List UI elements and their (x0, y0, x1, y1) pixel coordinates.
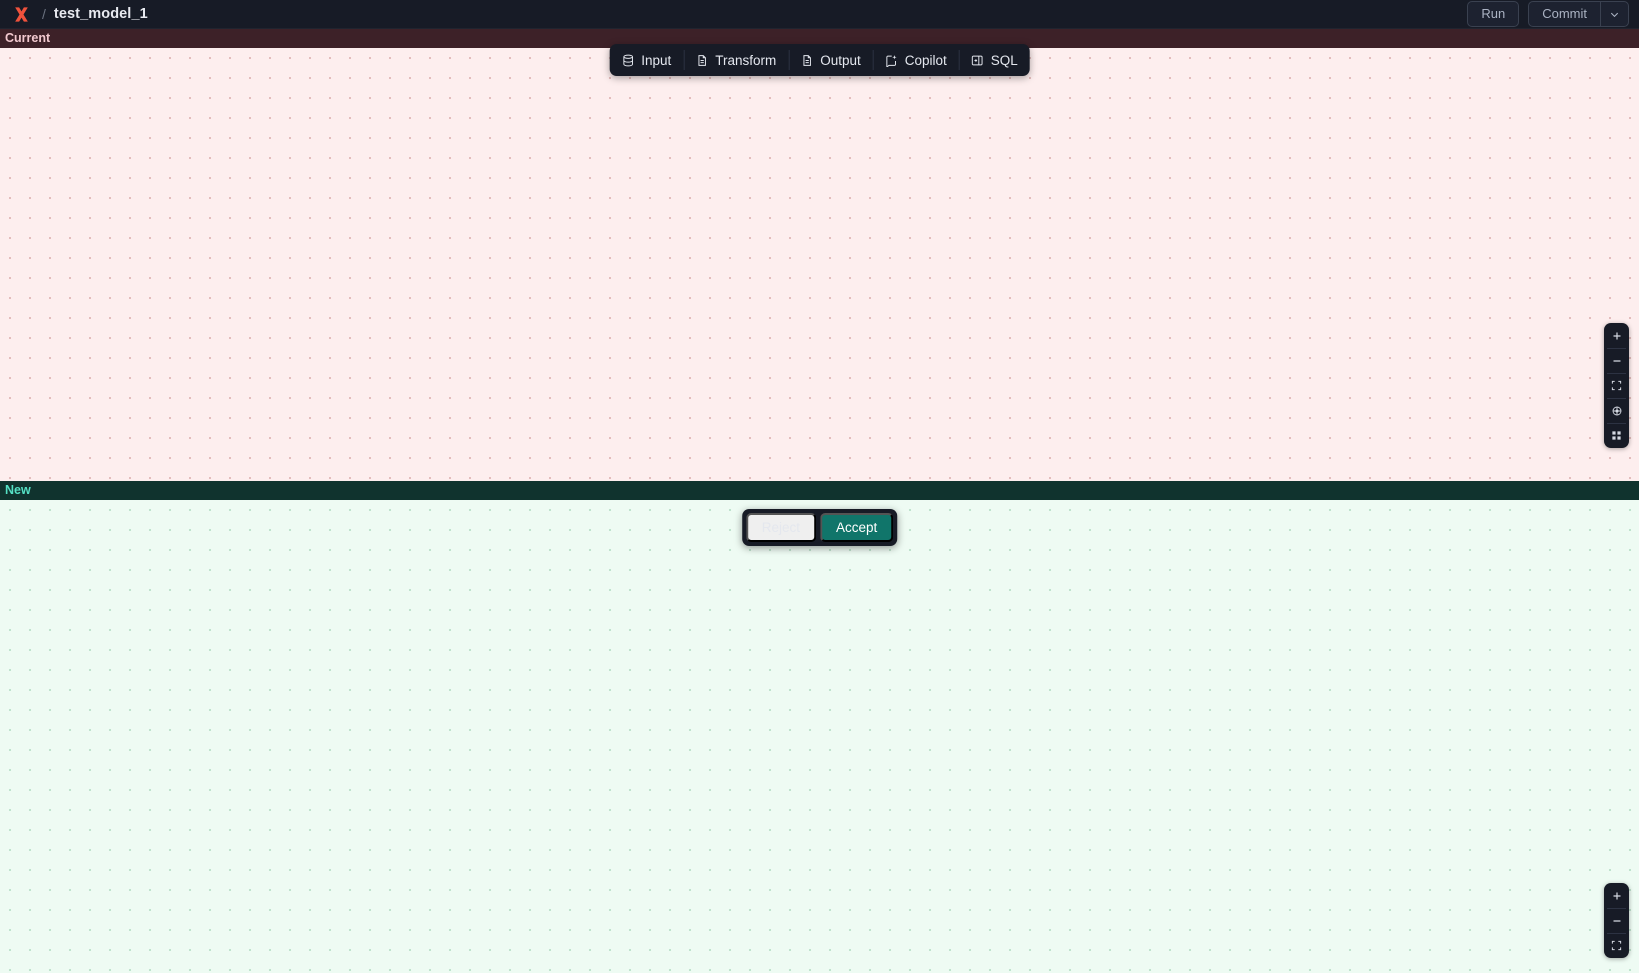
toolbar-label: Copilot (904, 52, 947, 68)
top-bar-actions: Run Commit (1467, 1, 1629, 27)
minimap-button[interactable] (1604, 423, 1629, 448)
zoom-out-button[interactable] (1604, 908, 1629, 933)
toolbar-label: SQL (990, 52, 1018, 68)
pane-new: fct_github_pull_requests Model Name (0, 481, 1639, 973)
pane-label-current: Current (0, 29, 1639, 48)
sql-panel-icon (971, 54, 984, 67)
copilot-sparkle-icon (885, 54, 898, 67)
app-logo-icon[interactable] (10, 3, 32, 25)
toolbar-item-input[interactable]: Input (609, 44, 683, 76)
lock-interactivity-button[interactable] (1604, 398, 1629, 423)
toolbar-label: Input (641, 52, 672, 68)
toolbar-item-transform[interactable]: Transform (683, 44, 788, 76)
canvas-current[interactable] (0, 48, 1639, 481)
toolbar-item-copilot[interactable]: Copilot (872, 44, 959, 76)
page-title: test_model_1 (53, 6, 148, 22)
database-icon (621, 54, 634, 67)
toolbar-label: Transform (715, 52, 777, 68)
diff-action-bar: Reject Accept (741, 509, 898, 546)
pane-label-new: New (0, 481, 1639, 500)
zoom-controls-new (1604, 883, 1629, 958)
commit-button-group: Commit (1528, 1, 1629, 27)
breadcrumb-separator: / (42, 6, 46, 22)
commit-button[interactable]: Commit (1542, 6, 1587, 21)
toolbar-label: Output (820, 52, 861, 68)
canvas-new[interactable]: fct_github_pull_requests Model Name (0, 500, 1639, 973)
toolbar-item-sql[interactable]: SQL (958, 44, 1030, 76)
run-button[interactable]: Run (1467, 1, 1520, 27)
zoom-controls-current (1604, 323, 1629, 448)
file-icon (800, 54, 813, 67)
toolbar-item-output[interactable]: Output (788, 44, 873, 76)
zoom-in-button[interactable] (1604, 883, 1629, 908)
fit-view-button[interactable] (1604, 373, 1629, 398)
edge-layer (0, 500, 1639, 973)
node-palette-toolbar: Input Transform Output (609, 44, 1030, 76)
file-icon (695, 54, 708, 67)
fit-view-button[interactable] (1604, 933, 1629, 958)
reject-button[interactable]: Reject (745, 513, 816, 542)
top-bar: / test_model_1 Run Commit (0, 0, 1639, 29)
zoom-out-button[interactable] (1604, 348, 1629, 373)
zoom-in-button[interactable] (1604, 323, 1629, 348)
accept-button[interactable]: Accept (819, 513, 894, 542)
pane-current: Current (0, 29, 1639, 481)
chevron-down-icon[interactable] (1600, 2, 1628, 26)
